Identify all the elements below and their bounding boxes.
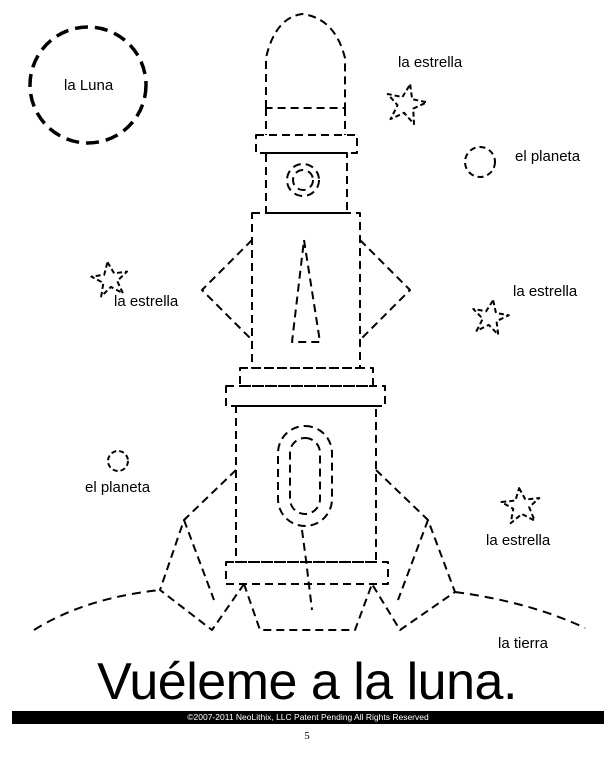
star-label-3: la estrella xyxy=(513,283,578,300)
star-label-2: la estrella xyxy=(114,293,179,310)
earth-label: la tierra xyxy=(498,635,549,652)
copyright-footer: ©2007-2011 NeoLithix, LLC Patent Pending… xyxy=(12,711,604,724)
star-outline-2 xyxy=(90,261,128,298)
star-outline-1 xyxy=(386,83,428,126)
moon-outline xyxy=(28,25,148,145)
star-outline-4 xyxy=(500,487,541,525)
planet-outline-1 xyxy=(464,146,496,178)
page-headline: Vuéleme a la luna. xyxy=(97,653,517,711)
star-outline-3 xyxy=(472,299,510,336)
planet-outline-2 xyxy=(107,450,129,472)
earth-horizon xyxy=(33,589,586,631)
planet-label-1: el planeta xyxy=(515,148,581,165)
star-label-4: la estrella xyxy=(486,532,551,549)
page-number: 5 xyxy=(304,730,310,742)
planet-label-2: el planeta xyxy=(85,479,151,496)
moon-label: la Luna xyxy=(64,77,114,94)
star-label-1: la estrella xyxy=(398,54,463,71)
rocket-outline xyxy=(159,13,456,631)
